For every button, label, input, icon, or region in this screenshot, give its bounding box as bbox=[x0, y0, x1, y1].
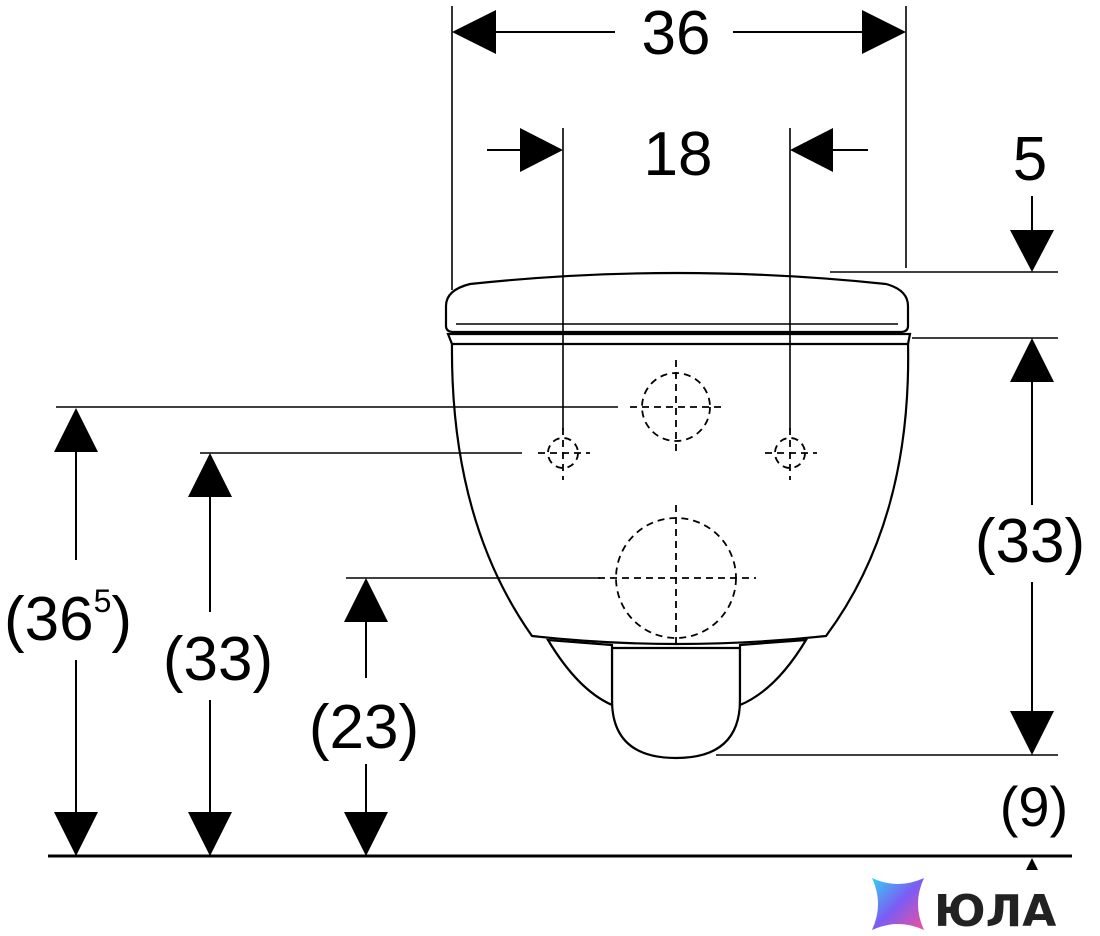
bowl-lower-right bbox=[738, 638, 809, 707]
dimension-right-height: (33) bbox=[716, 338, 1085, 756]
bowl-main bbox=[450, 340, 910, 646]
dimension-bolt-spacing: 18 bbox=[487, 120, 868, 430]
seat-lid bbox=[444, 271, 910, 334]
dimension-seat-offset: 5 bbox=[830, 125, 1058, 339]
bowl-rim bbox=[446, 332, 912, 346]
label-right-height: (33) bbox=[975, 507, 1085, 576]
dimension-total-height: (365) bbox=[4, 406, 618, 856]
brand-logo-icon bbox=[872, 878, 924, 930]
dimension-top-width: 36 bbox=[451, 0, 907, 290]
bowl-outlet bbox=[610, 646, 742, 760]
label-mount-height: (33) bbox=[163, 625, 273, 694]
dimension-outlet-bottom: (9) bbox=[1000, 775, 1068, 870]
label-outlet-height: (23) bbox=[309, 693, 419, 762]
label-bolt-spacing: 18 bbox=[644, 120, 713, 189]
label-top-width: 36 bbox=[642, 0, 711, 68]
label-outlet-bottom: (9) bbox=[1000, 775, 1068, 838]
dimension-outlet-height: (23) bbox=[309, 577, 600, 856]
label-total-height: (365) bbox=[4, 583, 132, 654]
bowl-lower-left bbox=[545, 638, 614, 707]
mounting-holes bbox=[538, 360, 817, 648]
dimension-mount-height: (33) bbox=[163, 452, 522, 856]
label-seat-offset: 5 bbox=[1013, 125, 1047, 194]
brand-watermark: ЮЛА bbox=[872, 878, 1056, 936]
toilet-bowl bbox=[444, 271, 912, 760]
brand-name: ЮЛА bbox=[934, 886, 1056, 936]
